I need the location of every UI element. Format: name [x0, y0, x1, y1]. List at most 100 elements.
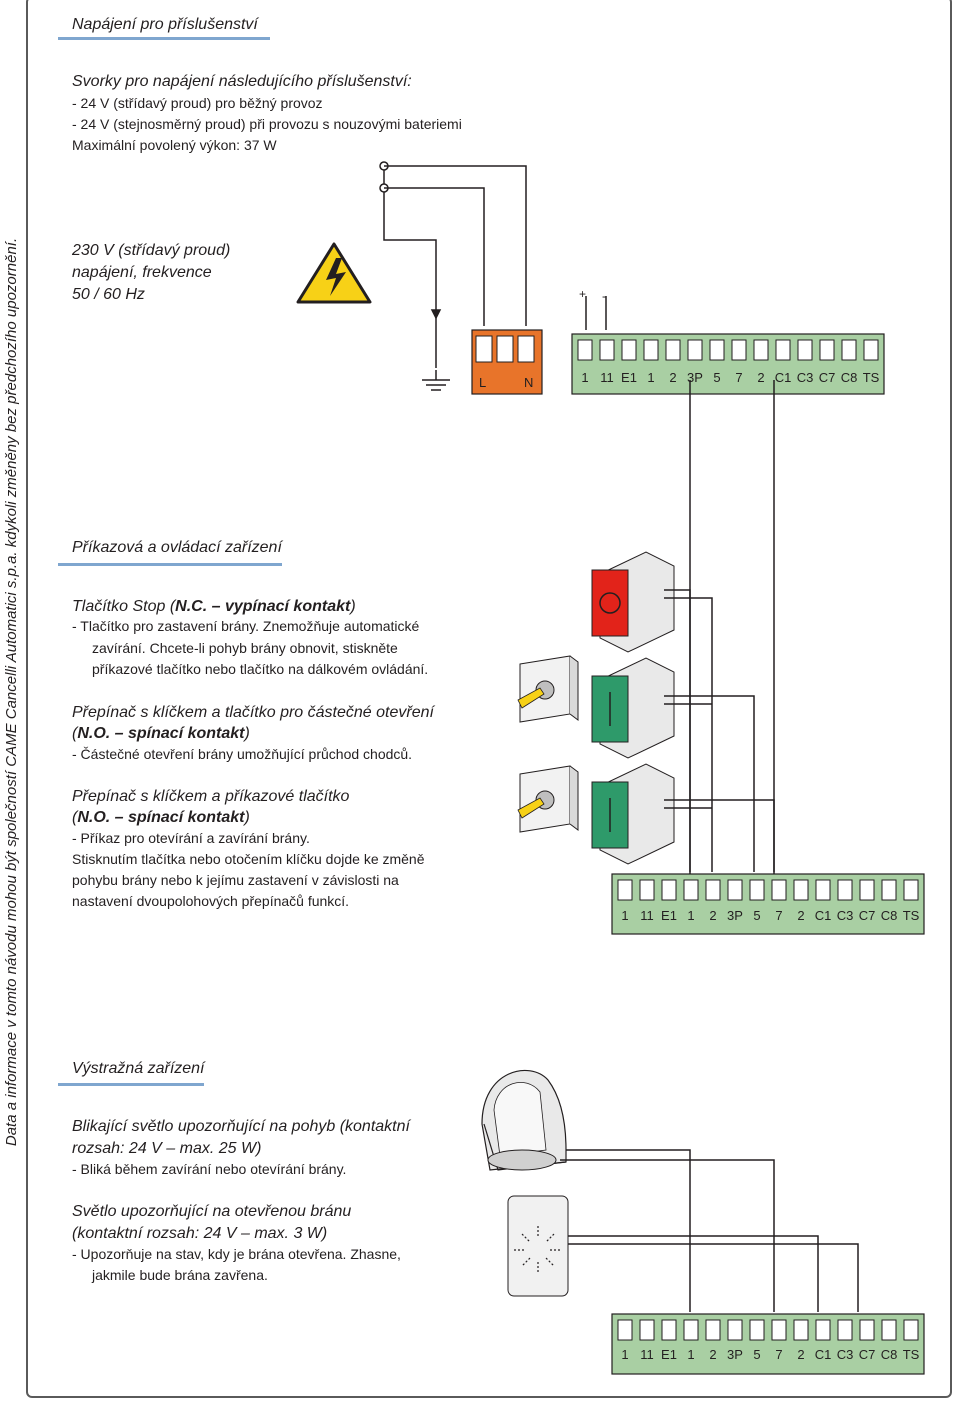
terminal-label: C7 [858, 908, 876, 923]
terminal-slot [881, 1319, 897, 1341]
mains-line-2: napájení, frekvence [72, 264, 212, 281]
ground-icon [379, 161, 450, 391]
mains-line-3: 50 / 60 Hz [72, 286, 145, 303]
terminal-slot [617, 1319, 633, 1341]
terminal-label: E1 [621, 370, 637, 385]
partial-line-1: - Částečné otevření brány umožňující prů… [72, 746, 413, 762]
terminal-label: 5 [713, 370, 721, 385]
command-button-icon [591, 763, 675, 865]
terminal-slot [639, 1319, 655, 1341]
terminal-label: E1 [661, 908, 677, 923]
page-frame [26, 0, 952, 1398]
stop-line-3: příkazové tlačítko nebo tlačítko na dálk… [92, 661, 429, 677]
mains-line-1: 230 V (střídavý proud) [72, 242, 231, 259]
terminal-slot [661, 879, 677, 901]
terminal-slot [643, 339, 659, 361]
terminal-slot [859, 1319, 875, 1341]
terminal-slot [731, 339, 747, 361]
terminal-slot [705, 879, 721, 901]
terminal-slot [599, 339, 615, 361]
partial-open-button-icon [591, 657, 675, 759]
minus-label: - [602, 289, 606, 303]
terminal-label: 1 [647, 370, 655, 385]
cmd-line-4: nastavení dvoupolohových přepínačů funkc… [72, 893, 350, 909]
terminal-slot [903, 1319, 919, 1341]
terminal-label: 2 [709, 908, 717, 923]
terminal-slot [639, 879, 655, 901]
heading-underline [58, 563, 282, 566]
gate-title-2: (kontaktní rozsah: 24 V – max. 3 W) [72, 1225, 328, 1242]
terminal-slot [705, 1319, 721, 1341]
heading-warning: Výstražná zařízení [72, 1060, 205, 1077]
terminal-slot [709, 339, 725, 361]
terminal-slot [775, 339, 791, 361]
terminal-slot [771, 1319, 787, 1341]
terminal-label: 2 [757, 370, 765, 385]
terminal-slot [793, 1319, 809, 1341]
terminal-slot [819, 339, 835, 361]
terminal-slot [859, 879, 875, 901]
heading-underline [58, 1083, 204, 1086]
gate-line-1: - Upozorňuje na stav, kdy je brána otevř… [72, 1246, 401, 1262]
terminal-label: TS [902, 908, 920, 923]
terminal-label: E1 [661, 1347, 677, 1362]
terminal-label: 3P [727, 908, 743, 923]
terminal-label: 5 [753, 908, 761, 923]
terminal-N-label: N [524, 375, 534, 390]
terminal-label: 2 [797, 908, 805, 923]
flash-line-1: - Bliká během zavírání nebo otevírání br… [72, 1161, 347, 1177]
power-intro: Svorky pro napájení následujícího příslu… [72, 73, 412, 90]
terminal-slot [815, 879, 831, 901]
terminal-label: 1 [687, 908, 695, 923]
terminal-label: TS [902, 1347, 920, 1362]
terminal-label: C3 [796, 370, 814, 385]
power-line-1: - 24 V (střídavý proud) pro běžný provoz [72, 95, 323, 111]
terminal-slot [841, 339, 857, 361]
flashing-light-icon [481, 1069, 567, 1171]
gate-title-1: Světlo upozorňující na otevřenou bránu [72, 1203, 352, 1220]
terminal-block-middle [611, 873, 925, 935]
cmd-title: Přepínač s klíčkem a příkazové tlačítko [72, 788, 350, 805]
terminal-label: 11 [600, 370, 614, 385]
terminal-slot [661, 1319, 677, 1341]
terminal-slot [749, 1319, 765, 1341]
terminal-slot [881, 879, 897, 901]
terminal-label: 3P [687, 370, 703, 385]
terminal-slot [749, 879, 765, 901]
gate-line-2: jakmile bude brána zavřena. [92, 1267, 268, 1283]
key-switch-icon-1 [517, 655, 579, 723]
terminal-label: C8 [840, 370, 858, 385]
terminal-label: C7 [818, 370, 836, 385]
terminal-label: C1 [814, 1347, 832, 1362]
stop-title: Tlačítko Stop (N.C. – vypínací kontakt) [72, 598, 356, 615]
flash-title-1: Blikající světlo upozorňující na pohyb (… [72, 1118, 410, 1135]
heading-underline [58, 37, 270, 40]
mains-terminal-block [471, 329, 543, 395]
terminal-label: 2 [797, 1347, 805, 1362]
cmd-contact: (N.O. – spínací kontakt) [72, 809, 250, 826]
terminal-slot [727, 1319, 743, 1341]
terminal-slot [621, 339, 637, 361]
terminal-block-top [571, 333, 885, 395]
terminal-label: 7 [735, 370, 743, 385]
terminal-slot [863, 339, 879, 361]
terminal-label: C8 [880, 1347, 898, 1362]
flash-title-2: rozsah: 24 V – max. 25 W) [72, 1140, 262, 1157]
heading-control: Příkazová a ovládací zařízení [72, 539, 282, 556]
terminal-label: 1 [621, 1347, 629, 1362]
terminal-label: 2 [709, 1347, 717, 1362]
terminal-block-bottom [611, 1313, 925, 1375]
plus-label: + [579, 287, 587, 301]
stop-line-2: zavírání. Chcete-li pohyb brány obnovit,… [92, 640, 398, 656]
terminal-L-label: L [479, 375, 487, 390]
terminal-slot [687, 339, 703, 361]
terminal-slot [683, 1319, 699, 1341]
terminal-label: C3 [836, 1347, 854, 1362]
partial-title: Přepínač s klíčkem a tlačítko pro částeč… [72, 704, 434, 721]
terminal-slot [617, 879, 633, 901]
terminal-label: 3P [727, 1347, 743, 1362]
terminal-label: C1 [774, 370, 792, 385]
